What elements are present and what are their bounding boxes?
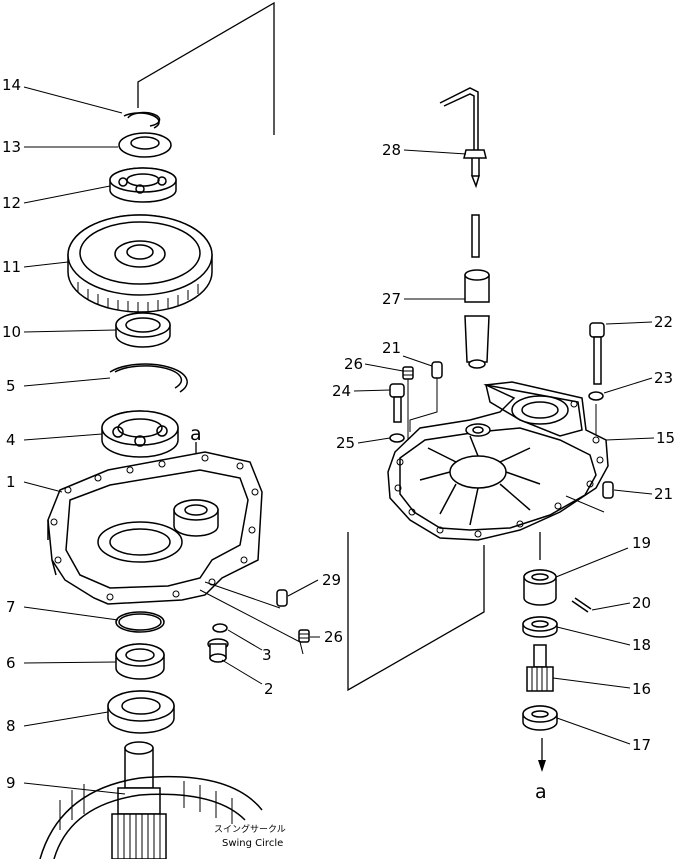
callout-15: 15 bbox=[656, 429, 674, 447]
callout-17: 17 bbox=[632, 736, 651, 754]
guide-tube-part-27 bbox=[464, 269, 490, 369]
callout-28: 28 bbox=[382, 141, 401, 159]
swing-circle bbox=[39, 775, 263, 859]
callout-19: 19 bbox=[632, 534, 651, 552]
ref-a-label-bottom: a bbox=[535, 781, 547, 803]
gear-part-11 bbox=[67, 214, 213, 313]
callout-21-upper: 21 bbox=[382, 339, 401, 357]
callout-14: 14 bbox=[2, 76, 21, 94]
callout-25: 25 bbox=[336, 434, 355, 452]
plug-part-26-left bbox=[298, 629, 310, 643]
bearing-part-17 bbox=[522, 705, 558, 731]
gear-teeth bbox=[77, 282, 199, 312]
bearing-part-18 bbox=[522, 616, 558, 638]
bearing-part-8 bbox=[107, 690, 175, 734]
bracket-connector bbox=[347, 532, 485, 692]
dowel-pin-part-21-upper bbox=[431, 361, 443, 379]
callout-18: 18 bbox=[632, 636, 651, 654]
callout-9: 9 bbox=[6, 774, 16, 792]
callout-2: 2 bbox=[264, 680, 274, 698]
callout-1: 1 bbox=[6, 473, 16, 491]
pin-connector bbox=[204, 581, 281, 609]
plug-part-26-right bbox=[402, 366, 414, 380]
callout-24: 24 bbox=[332, 382, 351, 400]
housing-bolt-holes bbox=[50, 454, 259, 601]
collar-part-10 bbox=[115, 312, 171, 348]
callout-26-right: 26 bbox=[344, 355, 363, 373]
o-ring-part-3 bbox=[212, 623, 228, 633]
connector-top-left bbox=[137, 1, 275, 135]
callout-7: 7 bbox=[6, 598, 16, 616]
callout-13: 13 bbox=[2, 138, 21, 156]
o-ring-part-7 bbox=[115, 611, 165, 633]
right-callouts: 28 27 22 21 26 24 23 25 15 21 19 20 18 1… bbox=[332, 141, 674, 754]
collar-part-6 bbox=[115, 643, 165, 680]
case-part-15 bbox=[387, 381, 609, 541]
callout-3: 3 bbox=[262, 646, 272, 664]
callout-26-left: 26 bbox=[324, 628, 343, 646]
callout-23: 23 bbox=[654, 369, 673, 387]
dowel-pin-part-29 bbox=[276, 589, 288, 607]
callout-4: 4 bbox=[6, 431, 16, 449]
bolt-part-22 bbox=[589, 322, 605, 385]
callout-5: 5 bbox=[6, 377, 16, 395]
snap-ring-part-14 bbox=[123, 111, 161, 129]
drain-plug-part-2 bbox=[207, 638, 229, 663]
callout-21-lower: 21 bbox=[654, 485, 673, 503]
pinion-shaft-part-9 bbox=[111, 741, 167, 859]
callout-27: 27 bbox=[382, 290, 401, 308]
ref-a-arrowhead-bottom bbox=[538, 760, 546, 772]
bearing-part-4 bbox=[101, 410, 179, 458]
callout-10: 10 bbox=[2, 323, 21, 341]
callout-8: 8 bbox=[6, 717, 16, 735]
ref-a-label-top: a bbox=[190, 423, 202, 445]
pin-21-lower-connector bbox=[565, 495, 605, 513]
dipstick-part-28 bbox=[439, 87, 487, 258]
callout-16: 16 bbox=[632, 680, 651, 698]
swing-circle-jp-label: スイングサークル bbox=[214, 823, 286, 835]
callout-22: 22 bbox=[654, 313, 673, 331]
plug-connector bbox=[199, 589, 304, 655]
callout-20: 20 bbox=[632, 594, 651, 612]
callout-12: 12 bbox=[2, 194, 21, 212]
case-bolt-holes bbox=[394, 400, 604, 538]
callout-29: 29 bbox=[322, 571, 341, 589]
washer-part-23 bbox=[588, 391, 604, 401]
dowel-pin-part-21-lower bbox=[602, 481, 614, 499]
seal-part-13 bbox=[118, 132, 172, 158]
bushing-part-19 bbox=[523, 569, 557, 606]
housing-part-1 bbox=[47, 451, 263, 605]
bolt-part-24 bbox=[389, 383, 405, 423]
pin-21-connector bbox=[409, 378, 438, 432]
pin-part-20 bbox=[571, 597, 592, 613]
callout-11: 11 bbox=[2, 258, 21, 276]
gear-part-16 bbox=[526, 644, 554, 692]
callout-6: 6 bbox=[6, 654, 16, 672]
washer-part-25 bbox=[389, 433, 405, 443]
bearing-part-12 bbox=[109, 167, 177, 203]
swing-circle-en-label: Swing Circle bbox=[222, 838, 283, 849]
snap-ring-part-5 bbox=[109, 363, 188, 393]
left-callouts: 14 13 12 11 10 5 4 1 7 6 8 9 29 26 3 2 bbox=[2, 76, 343, 795]
